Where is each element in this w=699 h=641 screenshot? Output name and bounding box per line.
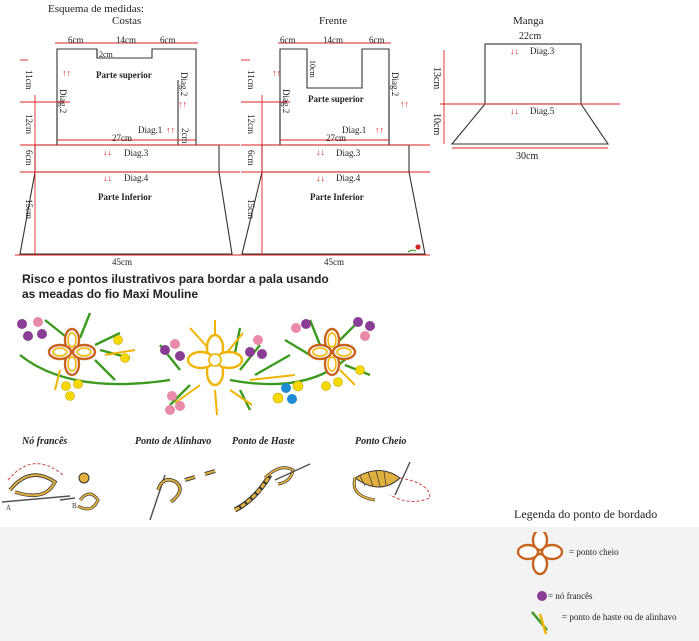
manga-arrows: ↓↓ ↓↓	[510, 46, 519, 116]
legend-stem-icon	[531, 611, 548, 635]
frente-top-mid: 14cm	[323, 35, 343, 45]
costas-top-mid: 14cm	[116, 35, 136, 45]
legend-flower-icon	[516, 532, 564, 576]
svg-text:↓↓: ↓↓	[510, 46, 519, 56]
stitch-label-no-frances: Nó francês	[22, 436, 68, 447]
frente-width-45: 45cm	[324, 257, 344, 267]
costas-diag1: Diag.1	[138, 125, 162, 135]
flower-center	[186, 333, 244, 387]
legend-cheio-text: = ponto cheio	[569, 547, 619, 557]
manga-bottom: 30cm	[516, 151, 538, 162]
frente-measure-lines	[238, 42, 430, 256]
manga-diag5: Diag.5	[530, 106, 555, 116]
svg-text:A: A	[6, 504, 11, 512]
frente-title: Frente	[319, 15, 347, 27]
svg-text:↓↓: ↓↓	[103, 173, 112, 183]
schematic-title: Esquema de medidas:	[48, 3, 144, 15]
costas-width-27: 27cm	[112, 133, 132, 143]
frente-h6: 6cm	[246, 150, 256, 166]
costas-neck: 2cm	[99, 50, 114, 59]
flower-left	[47, 327, 97, 377]
manga-title: Manga	[513, 15, 544, 27]
frente-lower-label: Parte Inferior	[310, 192, 364, 202]
bottom-band	[0, 527, 699, 641]
stitch-label-haste: Ponto de Haste	[232, 436, 295, 447]
stitch-label-alinhavo: Ponto de Alinhavo	[135, 436, 212, 447]
french-knot-dots	[17, 317, 375, 415]
manga-h13: 13cm	[431, 67, 442, 89]
costas-top-right: 6cm	[160, 35, 176, 45]
costas-lower-outline	[19, 171, 233, 255]
svg-text:↑↑: ↑↑	[62, 68, 71, 78]
svg-text:↓↓: ↓↓	[103, 147, 112, 157]
costas-width-45: 45cm	[112, 257, 132, 267]
manga-pattern	[450, 43, 610, 145]
frente-h11: 11cm	[246, 70, 256, 90]
legend-frances-text: = nó francês	[548, 591, 593, 601]
costas-side-2cm: 2cm	[180, 128, 190, 144]
frente-diag4: Diag.4	[336, 173, 361, 183]
costas-measure-lines	[15, 42, 240, 256]
frente-diag2-left: Diag.2	[281, 89, 291, 113]
costas-top-left: 6cm	[68, 35, 84, 45]
alinhavo-illustration	[149, 469, 216, 521]
embroidery-heading-line2: as meadas do fio Maxi Mouline	[22, 287, 199, 301]
frente-top-left: 6cm	[280, 35, 296, 45]
legend-title: Legenda do ponto de bordado	[514, 507, 658, 521]
svg-text:↓↓: ↓↓	[510, 106, 519, 116]
costas-diag3: Diag.3	[124, 148, 149, 158]
frente-diag1: Diag.1	[342, 125, 366, 135]
svg-text:↑↑: ↑↑	[272, 68, 281, 78]
costas-h12: 12cm	[24, 114, 34, 134]
svg-text:↑↑: ↑↑	[178, 99, 187, 109]
manga-h10: 10cm	[431, 113, 442, 135]
costas-diag4: Diag.4	[124, 173, 149, 183]
frente-h15: 15cm	[246, 199, 256, 219]
svg-text:↑↑: ↑↑	[375, 125, 384, 135]
manga-diag3: Diag.3	[530, 46, 555, 56]
frente-top-right: 6cm	[369, 35, 385, 45]
svg-text:↑↑: ↑↑	[400, 99, 409, 109]
frente-width-27: 27cm	[326, 133, 346, 143]
embroidery-pattern	[17, 312, 375, 416]
frente-arrows: ↑↑ ↑↑ ↑↑ ↓↓ ↓↓	[272, 68, 409, 183]
haste-illustration	[233, 463, 311, 513]
legend-french-knot-icon	[537, 591, 547, 601]
frente-neck: 10cm	[308, 60, 317, 79]
svg-text:↓↓: ↓↓	[316, 147, 325, 157]
cheio-illustration	[352, 461, 431, 502]
frente-diag3: Diag.3	[336, 148, 361, 158]
costas-diag2-left: Diag.2	[58, 89, 68, 113]
embroidery-heading-line1: Risco e pontos ilustrativos para bordar …	[22, 272, 329, 286]
costas-lower-label: Parte Inferior	[98, 192, 152, 202]
stitch-label-cheio: Ponto Cheio	[355, 436, 407, 447]
manga-top: 22cm	[519, 31, 541, 42]
svg-text:B: B	[72, 502, 77, 510]
costas-upper-label: Parte superior	[96, 70, 152, 80]
frente-upper-label: Parte superior	[308, 94, 364, 104]
costas-h15: 15cm	[24, 199, 34, 219]
rose-icon	[407, 244, 421, 253]
svg-text:↑↑: ↑↑	[166, 125, 175, 135]
measurement-schematic: Esquema de medidas: Costas 6cm 14cm 6cm …	[15, 3, 620, 267]
frente-diag2-right: Diag.2	[390, 72, 400, 96]
stitch-illustrations: A B	[1, 461, 431, 521]
no-frances-illustration: A B	[1, 463, 100, 512]
costas-diag2-right: Diag.2	[179, 72, 189, 96]
legend-symbols	[516, 532, 564, 635]
legend-haste-text: = ponto de haste ou de alinhavo	[562, 612, 677, 622]
frente-h12: 12cm	[246, 114, 256, 134]
costas-h6: 6cm	[24, 150, 34, 166]
frente-lower-outline	[241, 171, 426, 255]
costas-upper-outline	[56, 48, 197, 146]
svg-text:↓↓: ↓↓	[316, 173, 325, 183]
costas-title: Costas	[112, 15, 141, 27]
costas-h11: 11cm	[24, 70, 34, 90]
manga-measure-lines	[440, 50, 620, 149]
costas-arrows: ↑↑ ↑↑ ↑↑ ↓↓ ↓↓	[62, 68, 187, 183]
